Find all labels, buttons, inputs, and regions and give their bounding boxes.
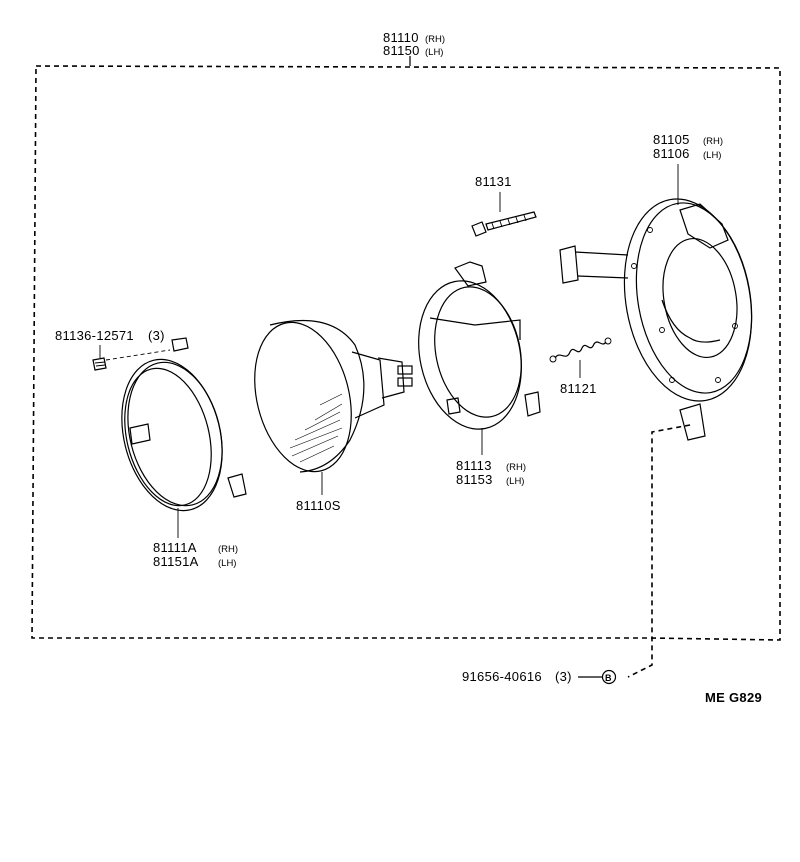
- mounting-ring-part: 81113 (RH) 81153 (LH): [418, 261, 541, 487]
- assembly-number-rh: 81110: [383, 30, 419, 45]
- retaining-ring-number-rh: 81111A: [153, 540, 197, 555]
- spring-part: 81121: [549, 337, 612, 396]
- bolt-qty: (3): [555, 669, 572, 684]
- housing-side-rh: (RH): [703, 136, 723, 147]
- assembly-side-rh: (RH): [425, 34, 445, 45]
- sealed-beam-part: 81110S: [254, 319, 413, 513]
- lens-pattern: [289, 393, 343, 463]
- diagram-code: ME G829: [705, 690, 762, 705]
- small-screw-number: 81136-12571: [55, 328, 134, 343]
- mounting-ring-number-rh: 81113: [456, 458, 492, 473]
- assembly-label: 81110 (RH) 81150 (LH): [383, 30, 445, 58]
- assembly-boundary: [31, 56, 781, 641]
- retaining-ring-number-lh: 81151A: [153, 554, 199, 569]
- mounting-ring-side-lh: (LH): [506, 476, 524, 487]
- spring-number: 81121: [560, 381, 597, 396]
- assembly-side-lh: (LH): [425, 47, 443, 58]
- bolt-callout: B 91656-40616 (3): [462, 424, 691, 685]
- small-screw-part: 81136-12571 (3): [55, 328, 189, 371]
- retaining-ring-part: 81111A (RH) 81151A (LH): [121, 358, 247, 569]
- housing-side-lh: (LH): [703, 150, 721, 161]
- mounting-ring-side-rh: (RH): [506, 462, 526, 473]
- housing-number-lh: 81106: [653, 146, 690, 161]
- adjusting-screw-number: 81131: [475, 174, 512, 189]
- adjusting-screw-part: 81131: [471, 174, 537, 237]
- bolt-marker-letter: B: [605, 673, 612, 683]
- mounting-ring-number-lh: 81153: [456, 472, 493, 487]
- retaining-ring-side-lh: (LH): [218, 558, 236, 569]
- bolt-number: 91656-40616: [462, 669, 542, 684]
- housing-number-rh: 81105: [653, 132, 690, 147]
- assembly-number-lh: 81150: [383, 43, 420, 58]
- small-screw-qty: (3): [148, 328, 165, 343]
- sealed-beam-number: 81110S: [296, 498, 341, 513]
- retaining-ring-side-rh: (RH): [218, 544, 238, 555]
- headlamp-housing-part: 81105 (RH) 81106 (LH): [559, 132, 753, 441]
